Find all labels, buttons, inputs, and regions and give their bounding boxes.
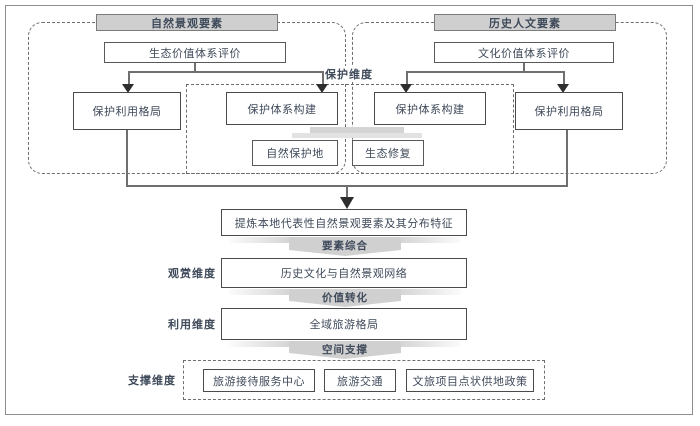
- node-eco-restoration: 生态修复: [352, 140, 424, 166]
- connector-culture-left-drop: [406, 71, 408, 85]
- arrow-to-protect-system-right: [400, 84, 412, 93]
- connector-culture-bus: [406, 71, 565, 73]
- arrow-to-protect-use-left: [122, 84, 134, 93]
- ribbon-blob-protection: [310, 127, 404, 137]
- group-protection-dimension: [186, 84, 514, 174]
- arrow-to-protect-system-left: [316, 84, 328, 93]
- connector-eco-stem: [194, 63, 196, 73]
- ribbon-label-element-synthesis: 要素综合: [322, 241, 368, 252]
- protection-dimension-label: 保护维度: [310, 66, 388, 82]
- ribbon-shape-icon: [229, 341, 461, 359]
- connector-right-down: [566, 130, 568, 186]
- arrow-to-protect-use-right: [557, 84, 569, 93]
- node-protect-use-pattern-right: 保护利用格局: [515, 92, 623, 130]
- node-eco-value-evaluation: 生态价值体系评价: [104, 42, 286, 63]
- support-item-tourism-transport: 旅游交通: [324, 369, 396, 392]
- label-viewing-dimension: 观赏维度: [168, 268, 216, 280]
- connector-center-drop: [346, 185, 348, 199]
- ribbon-blob-protection-tail: [292, 133, 422, 138]
- node-extract-features: 提炼本地代表性自然景观要素及其分布特征: [221, 209, 467, 236]
- ribbon-label-spatial-support: 空间支撑: [322, 345, 368, 356]
- arrow-to-extract-features: [340, 197, 354, 209]
- ribbon-spatial-support: 空间支撑: [229, 341, 461, 359]
- ribbon-label-value-transformation: 价值转化: [322, 293, 368, 304]
- label-utilization-dimension: 利用维度: [168, 319, 216, 331]
- connector-culture-stem: [523, 63, 525, 73]
- node-culture-nature-network: 历史文化与自然景观网络: [221, 258, 467, 288]
- connector-eco-left-drop: [128, 71, 130, 85]
- ribbon-shape-icon: [229, 237, 461, 256]
- label-support-dimension: 支撑维度: [128, 375, 176, 387]
- outer-frame: [5, 5, 693, 415]
- support-item-visitor-center: 旅游接待服务中心: [203, 369, 315, 392]
- ribbon-element-synthesis: 要素综合: [229, 237, 461, 256]
- node-culture-value-evaluation: 文化价值体系评价: [434, 42, 614, 63]
- ribbon-value-transformation: 价值转化: [229, 289, 461, 307]
- header-cultural-history: 历史人文要素: [434, 14, 616, 31]
- node-nature-reserve: 自然保护地: [252, 140, 338, 166]
- connector-eco-right-drop: [322, 71, 324, 85]
- connector-left-down: [126, 130, 128, 186]
- support-item-land-supply-policy: 文旅项目点状供地政策: [406, 369, 534, 392]
- group-support-items: [183, 360, 545, 400]
- node-protect-system-right: 保护体系构建: [374, 92, 486, 125]
- node-protect-system-left: 保护体系构建: [226, 92, 338, 125]
- node-regional-tourism-pattern: 全域旅游格局: [221, 308, 467, 340]
- connector-eco-bus: [128, 71, 324, 73]
- ribbon-shape-icon: [229, 289, 461, 307]
- connector-culture-right-drop: [563, 71, 565, 85]
- header-natural-landscape: 自然景观要素: [96, 14, 278, 31]
- node-protect-use-pattern-left: 保护利用格局: [73, 92, 181, 130]
